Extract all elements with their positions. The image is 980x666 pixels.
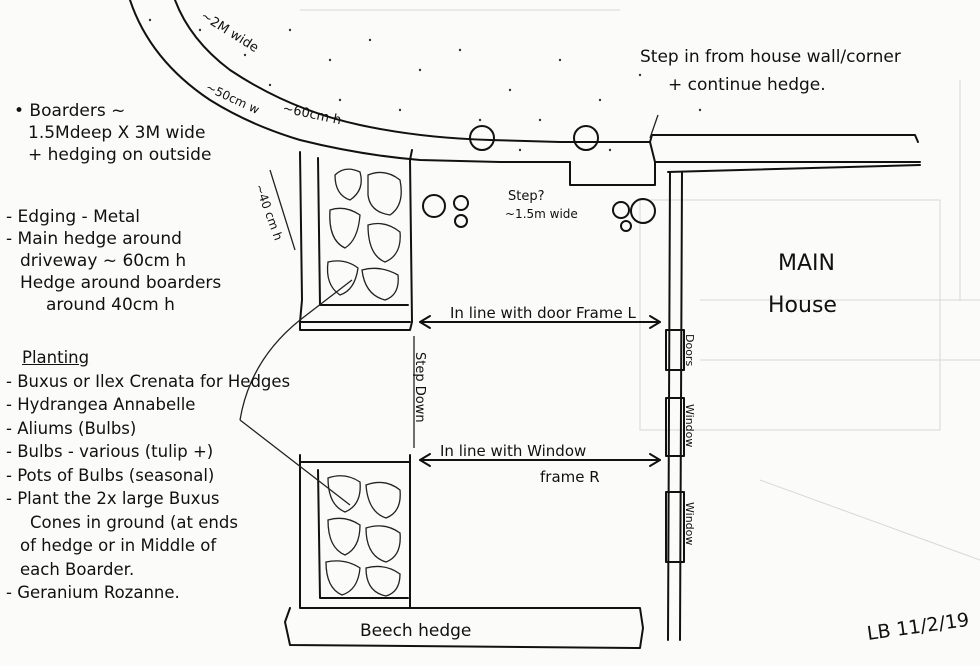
planting-item: - Hydrangea Annabelle	[6, 395, 196, 414]
label-50cm-wide: ~50cm w	[204, 80, 262, 117]
label-house: House	[768, 293, 837, 318]
sketch-labels: ~2M wide ~50cm w ~60cm h ~40 cm h Step i…	[198, 9, 971, 645]
label-window-2: Window	[683, 502, 696, 545]
planting-item: - Plant the 2x large Buxus	[6, 489, 220, 508]
label-step-width: ~1.5m wide	[505, 207, 578, 221]
label-doors: Doors	[683, 334, 696, 366]
borders-note-line: • Boarders ~	[14, 101, 126, 121]
label-main: MAIN	[778, 251, 835, 276]
planting-item: each Boarder.	[20, 559, 135, 579]
edging-note-line: - Edging - Metal	[6, 207, 141, 227]
label-frame-r: frame R	[540, 468, 600, 486]
label-inline-window: In line with Window	[440, 442, 586, 460]
gravel-dots	[148, 18, 702, 152]
planting-item: - Aliums (Bulbs)	[6, 418, 137, 438]
borders-note-line: 1.5Mdeep X 3M wide	[28, 123, 206, 143]
label-step-down: Step Down	[412, 352, 427, 423]
edging-note-line: Hedge around boarders	[20, 273, 222, 293]
label-beech-hedge: Beech hedge	[360, 621, 471, 641]
planting-title: Planting	[22, 348, 90, 367]
edging-note-line: driveway ~ 60cm h	[20, 251, 187, 271]
faint-background-traces	[300, 9, 980, 561]
edging-note-line: - Main hedge around	[6, 229, 182, 249]
planting-item: Cones in ground (at ends	[30, 512, 238, 532]
label-step-question: Step?	[508, 189, 545, 204]
label-window-1: Window	[683, 404, 696, 447]
planting-item: - Pots of Bulbs (seasonal)	[6, 465, 215, 485]
borders-note: • Boarders ~ 1.5Mdeep X 3M wide + hedgin…	[14, 100, 211, 166]
signature: LB 11/2/19	[866, 609, 971, 645]
top-border	[299, 149, 413, 331]
beech-hedge-outline	[284, 607, 644, 649]
label-step-in-1: Step in from house wall/corner	[640, 47, 901, 67]
label-step-in-2: + continue hedge.	[668, 75, 826, 95]
bottom-border	[299, 454, 411, 609]
planting-item: of hedge or in Middle of	[20, 536, 217, 555]
edging-note: - Edging - Metal - Main hedge around dri…	[6, 206, 221, 316]
borders-note-line: + hedging on outside	[28, 145, 212, 165]
label-60cm-high: ~60cm h	[281, 101, 342, 128]
planting-item: - Geranium Rozanne.	[6, 583, 180, 602]
edging-note-line: around 40cm h	[46, 295, 175, 315]
label-inline-door: In line with door Frame L	[450, 304, 636, 322]
measurement-arrows	[239, 114, 661, 506]
house-wall	[665, 164, 921, 641]
buxus-balls	[422, 125, 656, 232]
planting-item: - Bulbs - various (tulip +)	[6, 442, 214, 461]
label-40cm-high: ~40 cm h	[252, 182, 285, 242]
planting-item: - Buxus or Ilex Crenata for Hedges	[6, 371, 291, 391]
planting-note: Planting - Buxus or Ilex Crenata for Hed…	[6, 346, 290, 605]
driveway-hedge	[129, 0, 921, 186]
